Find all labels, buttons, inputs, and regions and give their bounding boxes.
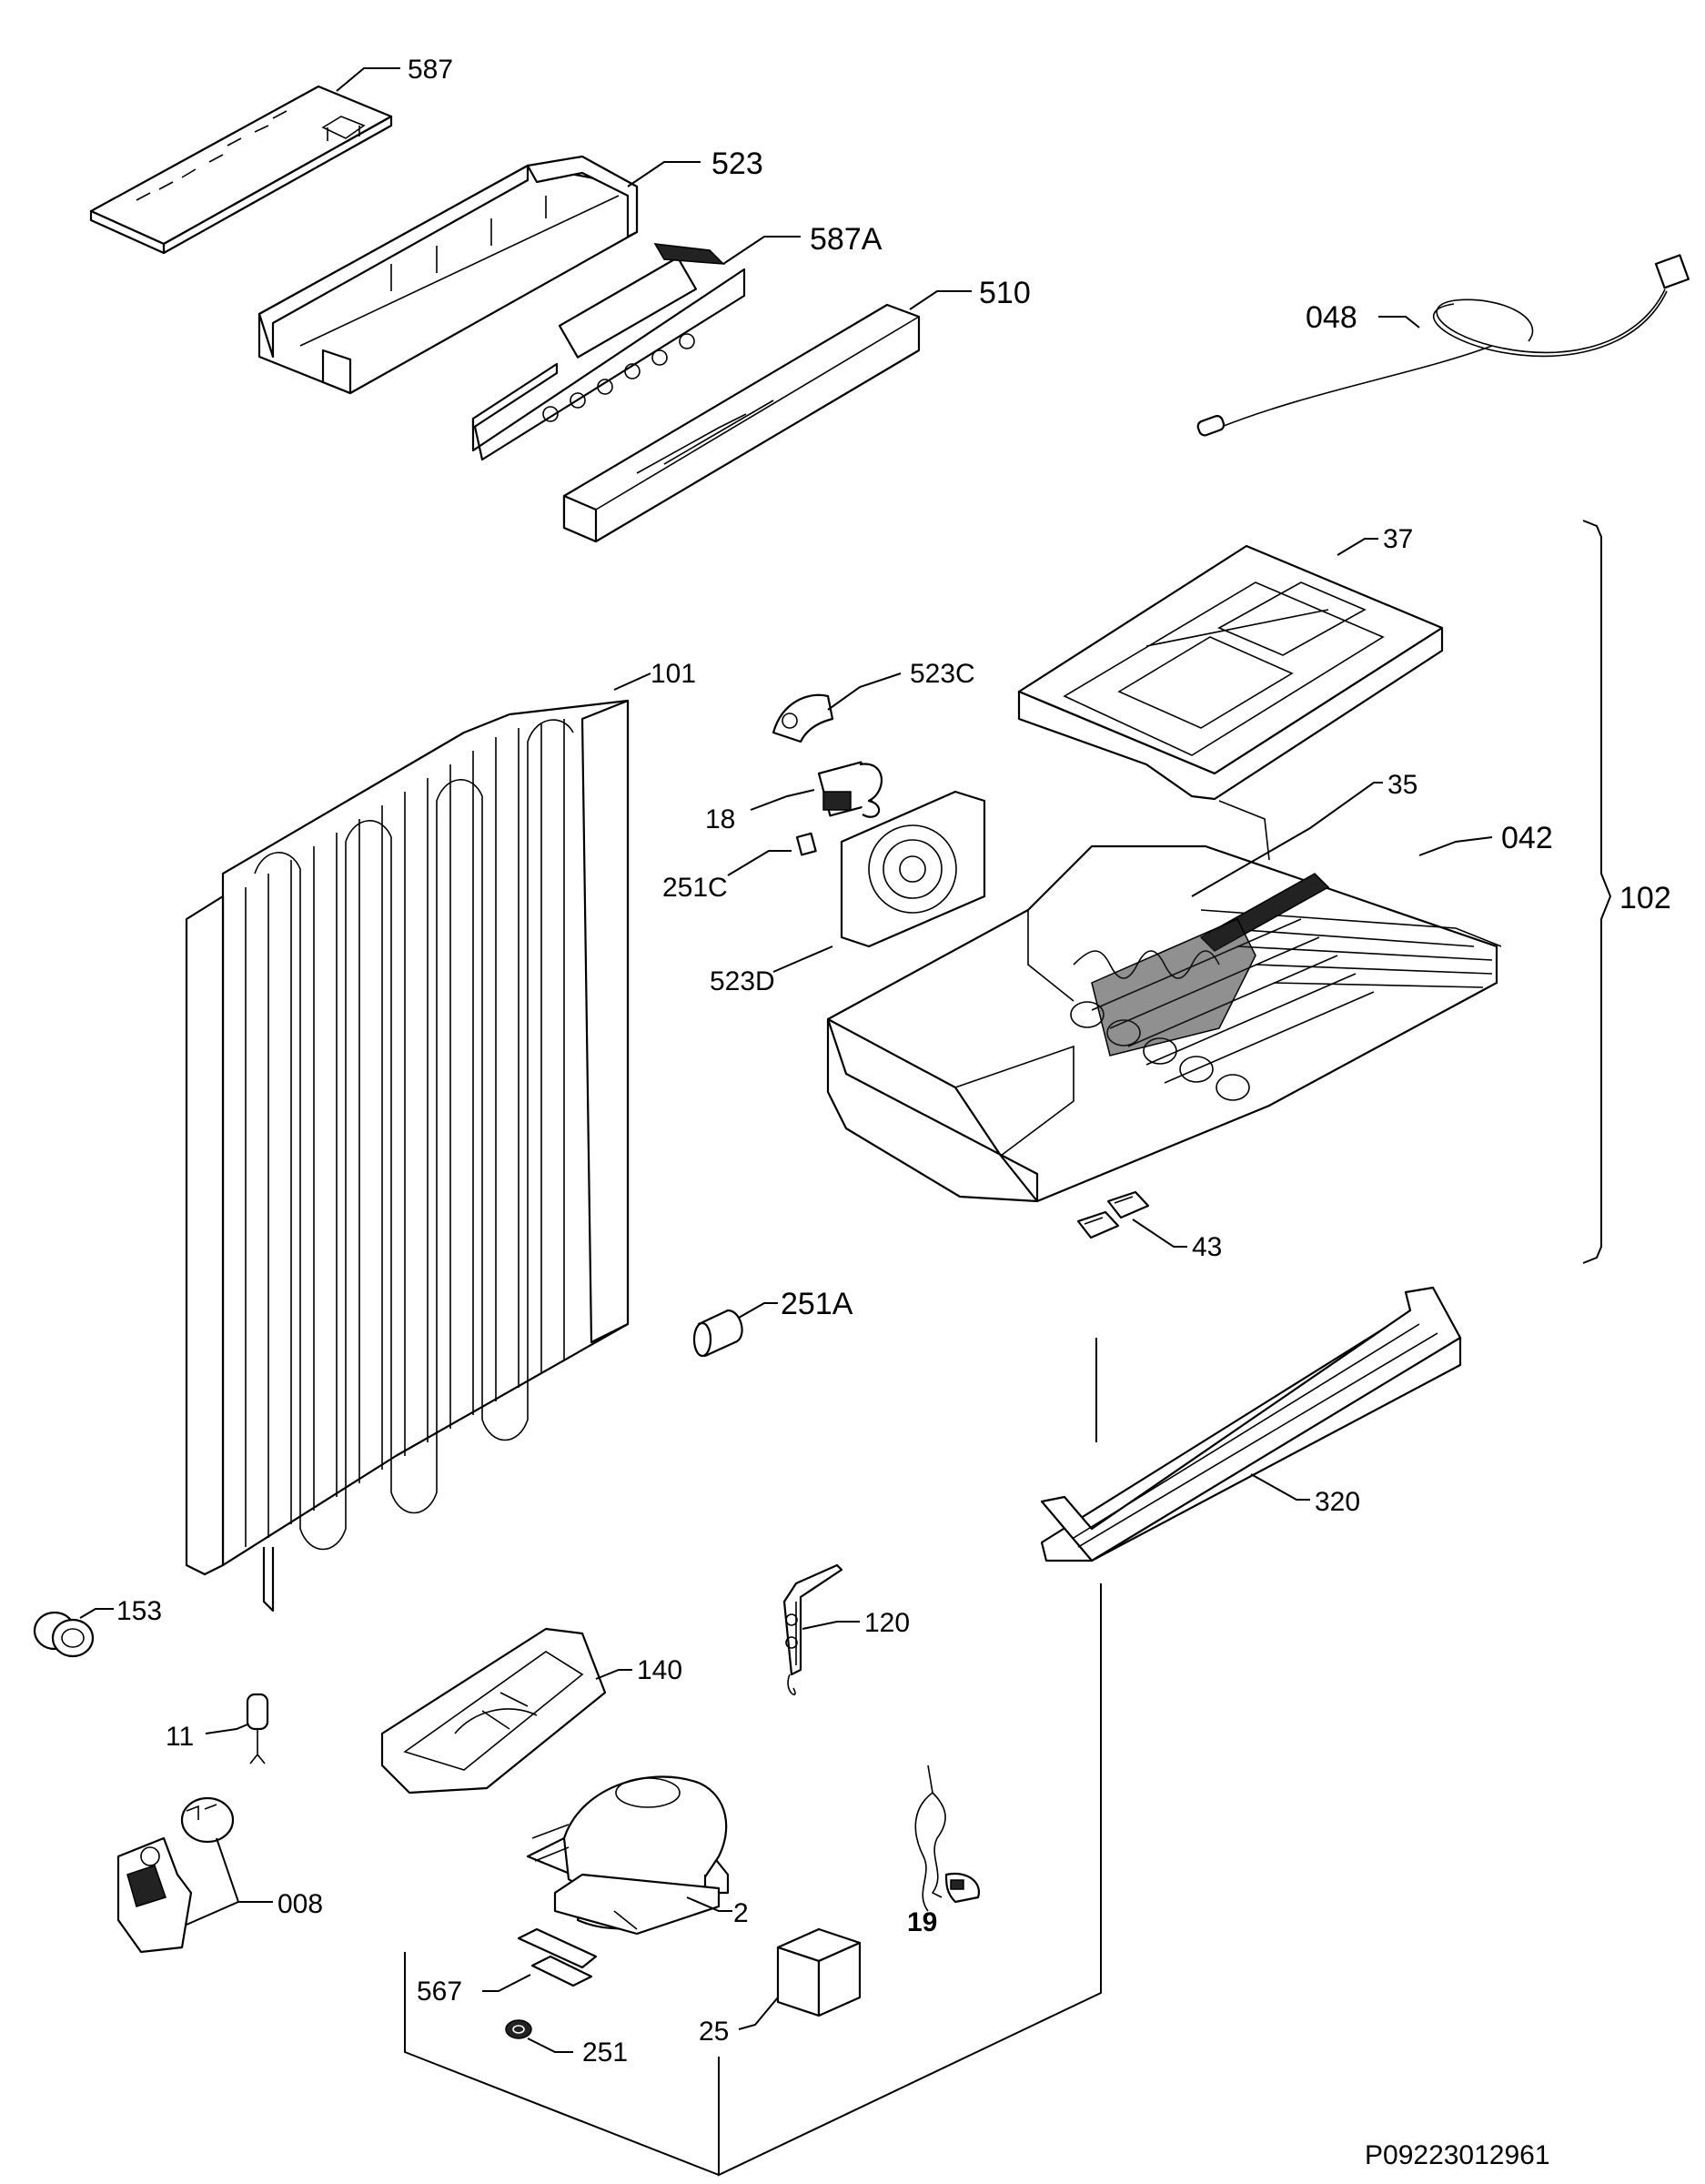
part-251-nut <box>505 2019 532 2039</box>
leader-523 <box>627 161 701 187</box>
label-25: 25 <box>699 2017 729 2047</box>
bracket-102 <box>1582 520 1612 1264</box>
leader-43 <box>1132 1218 1187 1248</box>
leader-567 <box>482 1974 531 1992</box>
part-120-sensor <box>782 1563 843 1695</box>
label-523C: 523C <box>910 659 975 689</box>
label-120: 120 <box>864 1608 910 1638</box>
leader-2 <box>686 1896 732 1912</box>
leader-251 <box>527 2037 573 2053</box>
part-320-shelf-rail <box>1040 1286 1462 1562</box>
leader-140 <box>595 1669 632 1680</box>
part-587A-interface-board <box>471 243 746 461</box>
label-523: 523 <box>711 147 763 181</box>
part-251A-grommet <box>692 1309 743 1358</box>
leader-587A <box>722 236 801 265</box>
part-587-pcb-board <box>89 85 393 255</box>
label-567: 567 <box>417 1977 462 2007</box>
label-102: 102 <box>1619 881 1671 915</box>
label-43: 43 <box>1192 1232 1222 1262</box>
leader-153 <box>79 1608 114 1619</box>
leader-523D <box>772 945 833 973</box>
part-43-connectors <box>1076 1190 1150 1239</box>
leader-251C <box>727 850 792 876</box>
leader-35 <box>1191 782 1383 897</box>
leader-251A <box>738 1302 778 1319</box>
leader-008 <box>186 1837 273 1926</box>
leader-11 <box>205 1724 248 1734</box>
leader-18 <box>750 789 815 811</box>
label-101: 101 <box>651 659 696 689</box>
part-37-tray <box>1017 544 1444 801</box>
label-35: 35 <box>1387 770 1417 800</box>
label-140: 140 <box>637 1655 682 1685</box>
leader-510 <box>909 290 972 310</box>
part-11-valve <box>246 1693 269 1764</box>
leader-25 <box>738 1997 779 2030</box>
part-042-evaporator-assembly <box>826 800 1502 1203</box>
part-101-condenser <box>185 699 630 1613</box>
label-19: 19 <box>907 1907 937 1937</box>
label-048: 048 <box>1306 300 1357 335</box>
label-587: 587 <box>408 55 453 85</box>
leader-101 <box>613 672 651 691</box>
part-18-fan-motor <box>817 761 883 818</box>
leader-320 <box>1250 1473 1310 1501</box>
part-510-cover <box>562 303 921 543</box>
label-008: 008 <box>277 1889 323 1919</box>
leader-523C <box>827 672 902 711</box>
part-567-mounting-plate <box>517 1927 598 1987</box>
leader-042 <box>1418 836 1493 856</box>
label-320: 320 <box>1315 1487 1360 1517</box>
leader-37 <box>1337 538 1378 556</box>
part-523-control-housing <box>257 155 639 395</box>
label-510: 510 <box>979 276 1031 310</box>
label-523D: 523D <box>710 966 775 996</box>
leader-048 <box>1378 316 1420 329</box>
leader-120 <box>802 1621 860 1630</box>
part-153-bushing <box>33 1611 95 1658</box>
part-048-sensor-cable <box>1196 254 1690 437</box>
label-251A: 251A <box>781 1287 853 1321</box>
label-2: 2 <box>733 1898 749 1928</box>
part-2-compressor <box>526 1775 730 1936</box>
part-25-capacitor <box>776 1927 862 2017</box>
part-251C-grommet <box>795 832 817 856</box>
part-19-power-cord <box>914 1764 981 1912</box>
document-code: P09223012961 <box>1365 2140 1550 2170</box>
label-18: 18 <box>705 804 735 834</box>
label-11: 11 <box>166 1722 194 1752</box>
part-140-drip-tray <box>380 1627 607 1795</box>
label-042: 042 <box>1501 821 1553 855</box>
label-587A: 587A <box>810 222 883 257</box>
part-523D-fan-housing <box>840 790 986 948</box>
part-008-starter-relay <box>116 1796 235 1954</box>
label-251: 251 <box>582 2037 628 2068</box>
leader-587 <box>336 67 400 92</box>
label-37: 37 <box>1383 524 1413 554</box>
part-523C-fan-clip <box>772 693 834 743</box>
label-251C: 251C <box>662 873 728 903</box>
label-153: 153 <box>116 1596 162 1626</box>
group-frame <box>404 1338 1102 2177</box>
